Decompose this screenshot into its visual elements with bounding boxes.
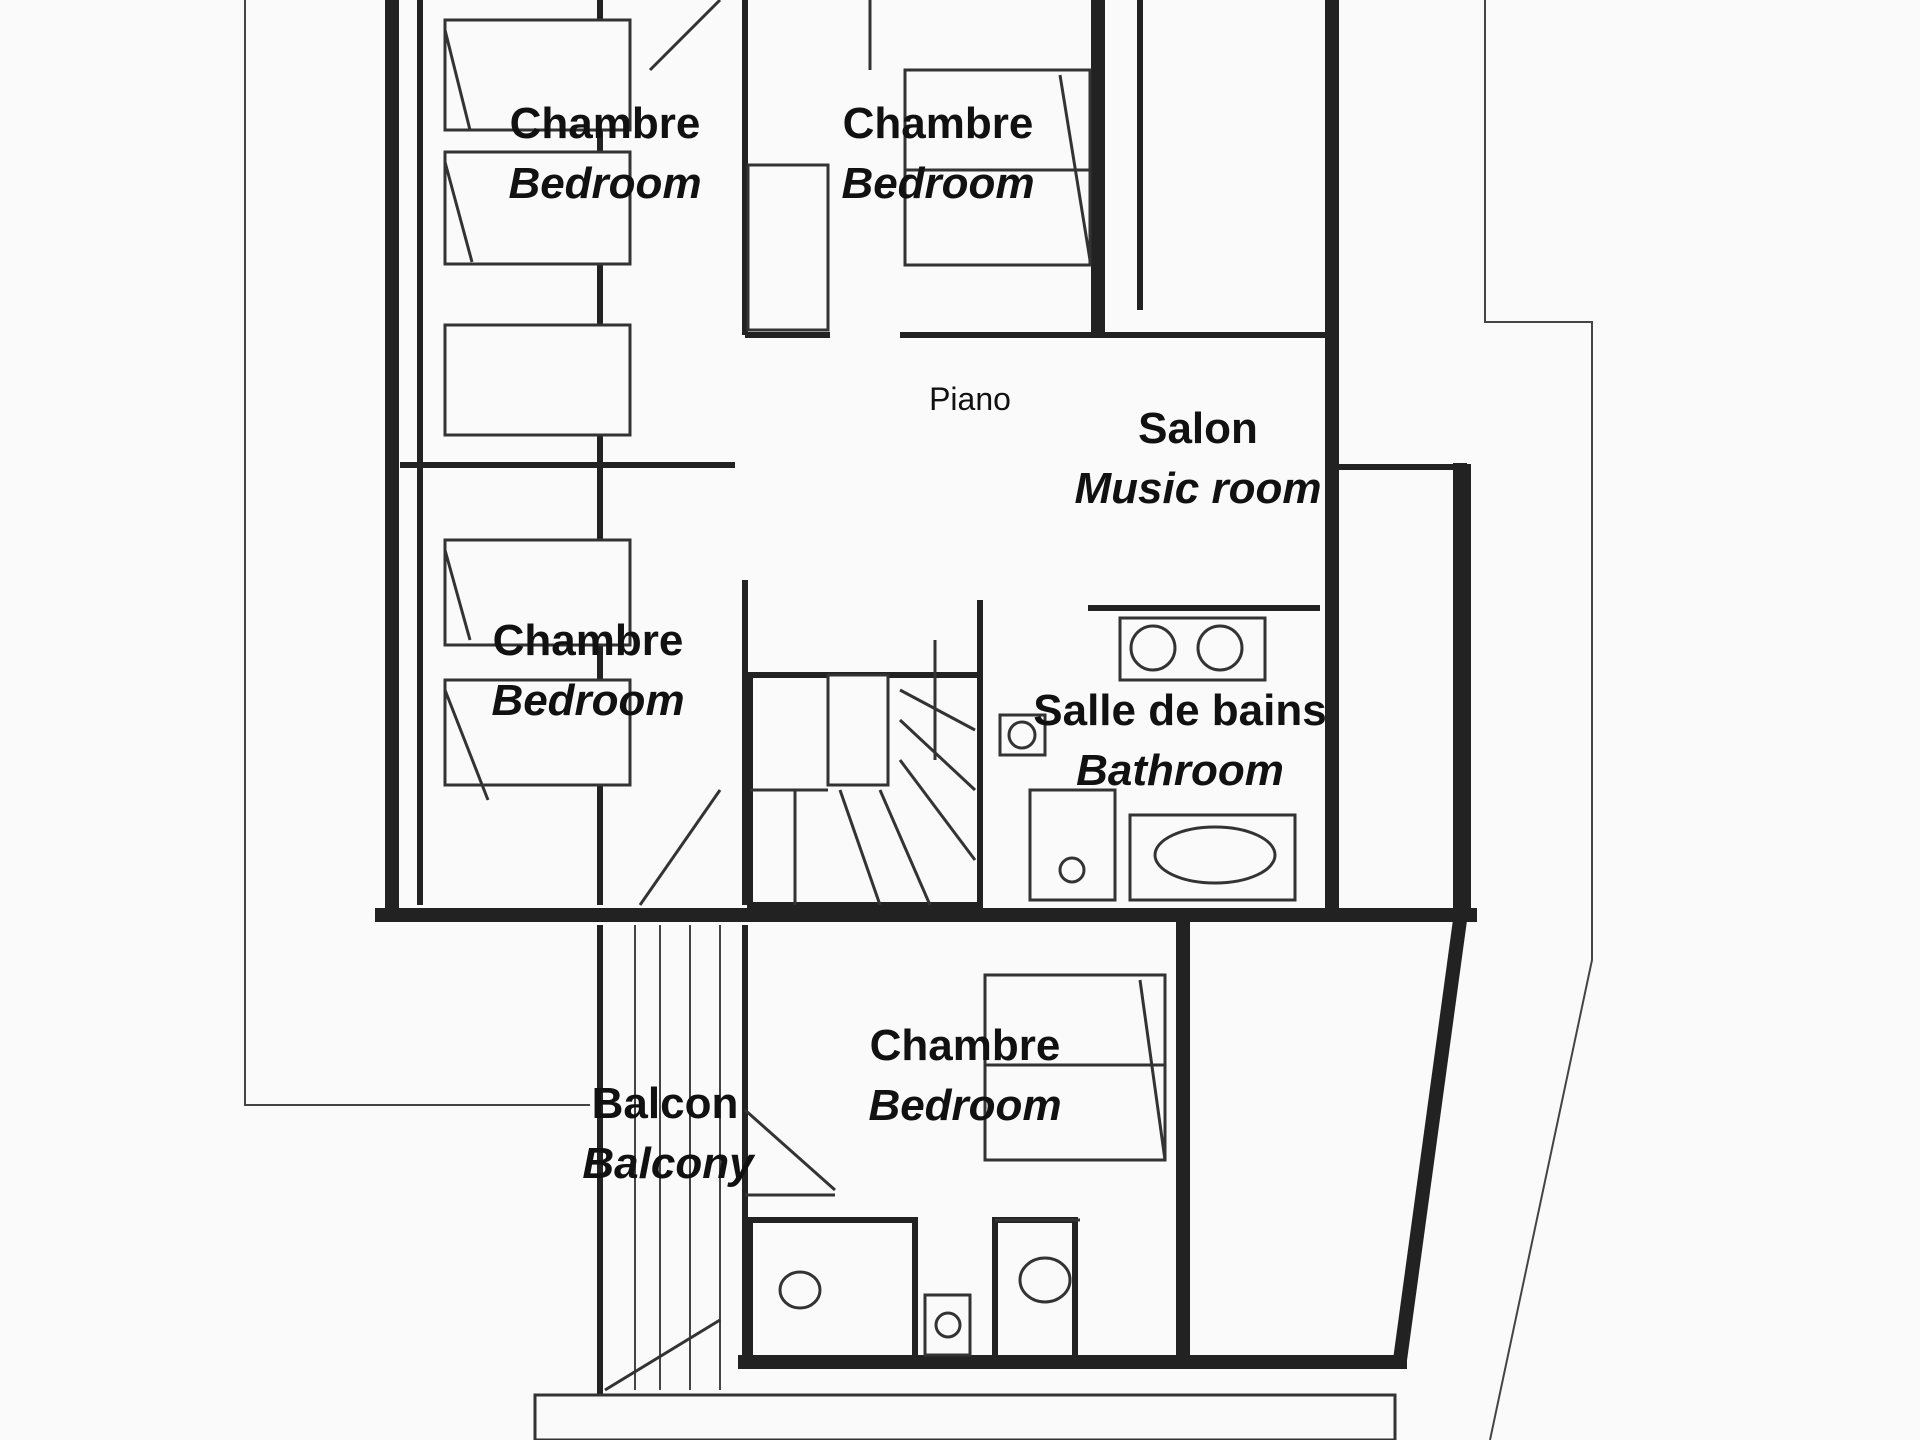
room-label-en: Balcony — [582, 1139, 756, 1188]
room-label-en: Bathroom — [1076, 746, 1284, 795]
room-label-en: Bedroom — [508, 159, 701, 208]
room-label-fr: Chambre — [843, 99, 1034, 148]
room-label-fr: Chambre — [870, 1021, 1061, 1070]
balcony-area — [533, 925, 1397, 1440]
bed-bottom — [983, 973, 1167, 1162]
exterior-walls — [375, 0, 1477, 1395]
room-label-fr: Salon — [1138, 404, 1258, 453]
room-bedroom-bottom: Chambre Bedroom — [868, 1021, 1061, 1130]
room-label-fr: Chambre — [493, 616, 684, 665]
bottom-bathroom-fixtures — [745, 1193, 1080, 1363]
staircase — [747, 640, 983, 908]
bed-top-center — [648, 0, 1092, 332]
beds-mid-left — [443, 538, 722, 906]
room-bedroom-top-center: Chambre Bedroom — [841, 99, 1034, 208]
piano-label: Piano — [929, 381, 1011, 417]
room-balcony: Balcon Balcony — [582, 1079, 756, 1188]
room-label-fr: Chambre — [510, 99, 701, 148]
room-label-fr: Salle de bains — [1033, 686, 1326, 735]
site-outline — [244, 0, 1593, 1440]
room-label-en: Bedroom — [491, 676, 684, 725]
room-bathroom: Salle de bains Bathroom — [1033, 686, 1326, 795]
room-label-en: Music room — [1075, 464, 1322, 513]
room-bedroom-mid-left: Chambre Bedroom — [491, 616, 684, 725]
room-music-room: Salon Music room — [1075, 404, 1322, 513]
room-label-fr: Balcon — [592, 1079, 739, 1128]
beds-top-left — [443, 18, 632, 437]
room-label-en: Bedroom — [841, 159, 1034, 208]
bathroom-fixtures — [998, 616, 1297, 902]
room-label-en: Bedroom — [868, 1081, 1061, 1130]
room-bedroom-top-left: Chambre Bedroom — [508, 99, 701, 208]
